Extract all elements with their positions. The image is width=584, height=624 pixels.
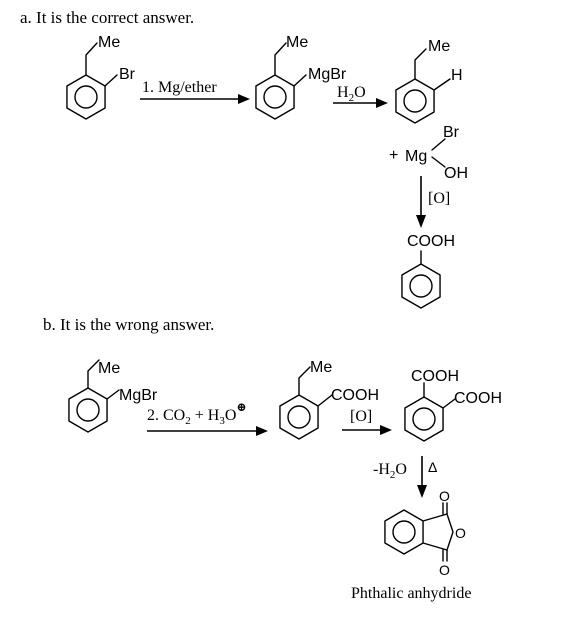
benzene-ring	[66, 74, 106, 120]
part-b-phthalic-anhydride: O O O Phthalic anhydride	[351, 488, 471, 602]
carboxylation-reagent: 2. CO2 + H3O⊕	[147, 400, 246, 427]
carbonyl-oxygen-top: O	[439, 488, 450, 504]
product-name: Phthalic anhydride	[351, 585, 471, 602]
mgbr-label: MgBr	[308, 66, 347, 83]
part-a-grignard: Me MgBr	[255, 34, 347, 120]
carboxyl-label-1: COOH	[411, 368, 459, 385]
byproduct-bromo-label: Br	[443, 124, 460, 141]
ethyl-label: Me	[98, 34, 120, 51]
carboxyl-label: COOH	[407, 233, 455, 250]
hydrogen-label: H	[451, 67, 463, 84]
benzene-ring	[404, 396, 444, 442]
carboxyl-label-2: COOH	[454, 390, 502, 407]
ethyl-label: Me	[310, 359, 332, 376]
benzene-ring	[255, 74, 295, 120]
part-a-heading: a. It is the correct answer.	[20, 8, 194, 27]
part-b-ethylbenzoic-acid: Me COOH	[279, 359, 379, 440]
ring-oxygen: O	[455, 525, 466, 541]
part-a-benzoic-acid: COOH	[401, 233, 455, 309]
part-b-phthalic-acid: COOH COOH	[404, 368, 502, 442]
part-a-step1-reagent: 1. Mg/ether	[142, 79, 217, 96]
bromo-label: Br	[119, 66, 136, 83]
mgbr-label: MgBr	[119, 387, 158, 404]
water-reagent: H2O	[337, 84, 366, 104]
hydroxyl-label: OH	[444, 165, 468, 182]
part-b-dehydration-arrow: -H2O Δ	[373, 456, 437, 498]
part-a-product: Me H	[395, 38, 463, 124]
part-a-arrow-1: 1. Mg/ether	[140, 79, 250, 104]
part-a-oxidation-arrow: [O]	[416, 176, 450, 228]
ethyl-label: Me	[286, 34, 308, 51]
oxidation-reagent: [O]	[350, 408, 372, 425]
carboxyl-label: COOH	[331, 387, 379, 404]
carbonyl-oxygen-bottom: O	[439, 562, 450, 578]
part-b-grignard: Me MgBr	[68, 359, 158, 433]
part-b-arrow-2: [O]	[342, 408, 392, 435]
oxidation-reagent: [O]	[428, 190, 450, 207]
part-a-start-molecule: Me Br	[66, 34, 136, 120]
benzene-ring	[68, 387, 108, 433]
benzene-ring	[395, 78, 435, 124]
ethyl-label: Me	[98, 360, 120, 377]
part-b-arrow-1: 2. CO2 + H3O⊕	[147, 400, 268, 436]
dehydration-reagent: -H2O	[373, 461, 407, 481]
part-b-heading: b. It is the wrong answer.	[43, 315, 214, 334]
ethyl-label: Me	[428, 38, 450, 55]
heat-symbol: Δ	[428, 459, 437, 475]
part-a-arrow-2: H2O	[333, 84, 388, 108]
part-a-byproduct: + Mg Br OH	[389, 124, 468, 182]
plus-sign: +	[389, 147, 398, 164]
benzene-ring	[401, 263, 441, 309]
benzene-ring	[279, 394, 319, 440]
benzene-ring	[384, 509, 424, 555]
magnesium-label: Mg	[405, 148, 427, 165]
